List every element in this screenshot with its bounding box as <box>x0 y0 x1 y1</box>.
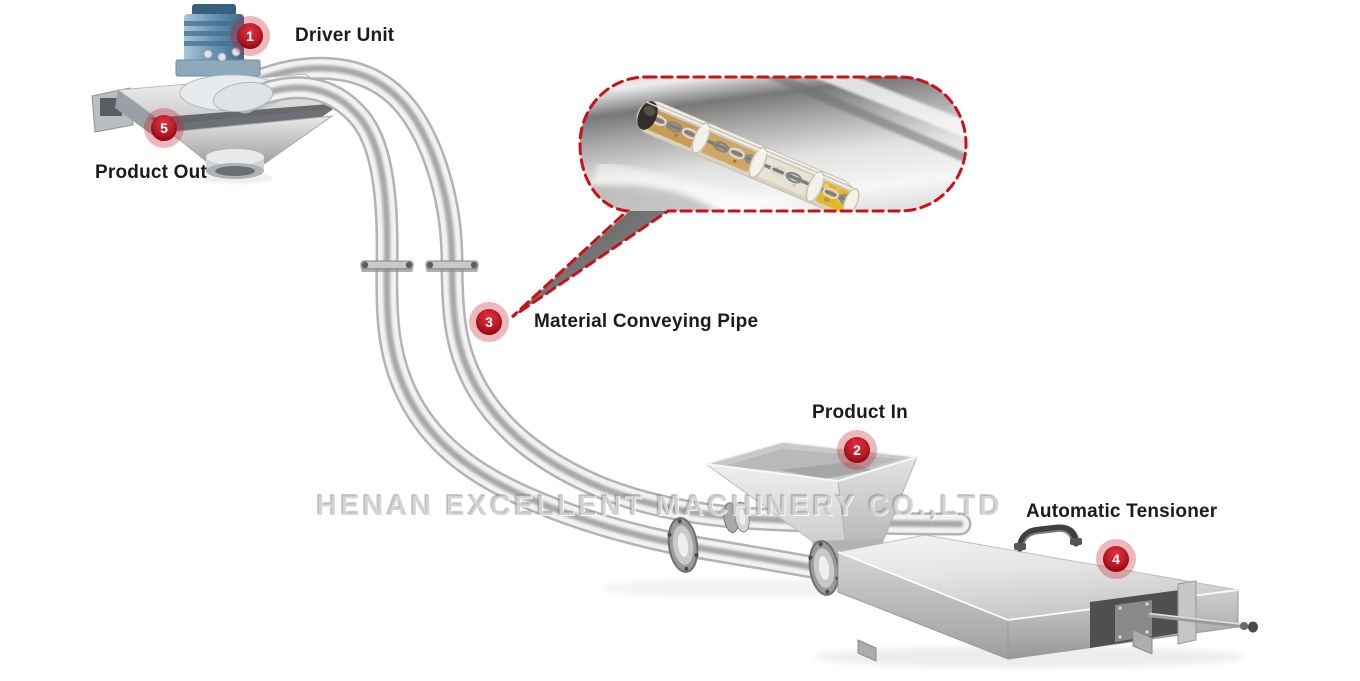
tension-rod <box>1147 612 1258 633</box>
marker-1-driver-unit: 1 <box>230 16 270 56</box>
marker-5-badge: 5 <box>151 115 177 141</box>
tensioner-box <box>836 524 1258 662</box>
marker-3-badge: 3 <box>476 309 502 335</box>
machine-foot <box>1132 629 1153 655</box>
marker-3-material-conveying-pipe: 3 <box>469 302 509 342</box>
product-out-cone <box>168 115 334 179</box>
marker-4-badge: 4 <box>1103 546 1129 572</box>
detail-callout <box>510 75 968 319</box>
tensioner-recess <box>1090 590 1180 648</box>
label-automatic-tensioner: Automatic Tensioner <box>1026 501 1218 522</box>
marker-2-badge: 2 <box>844 437 870 463</box>
marker-1-badge: 1 <box>237 23 263 49</box>
label-product-out: Product Out <box>95 162 207 183</box>
pipe-flange-1 <box>667 517 699 573</box>
conveying-pipe-back <box>238 56 972 536</box>
marker-5-product-out: 5 <box>144 108 184 148</box>
machine-foot <box>857 639 877 662</box>
label-material-conveying-pipe: Material Conveying Pipe <box>534 311 759 332</box>
pipe-joint-cap <box>212 81 274 113</box>
callout-dashed-border <box>510 75 968 319</box>
conveying-pipe-front <box>233 76 884 590</box>
rod-bracket <box>1177 580 1197 645</box>
pipe-flange-small <box>723 501 750 534</box>
carry-handle <box>1014 524 1082 552</box>
label-product-in: Product In <box>812 402 908 423</box>
pipe-clamp-front <box>360 260 414 272</box>
pipe-clamp-back <box>425 260 479 272</box>
label-driver-unit: Driver Unit <box>295 25 395 46</box>
marker-2-product-in: 2 <box>837 430 877 470</box>
ground-shadows <box>201 172 1245 668</box>
pipe-cutaway <box>636 100 860 216</box>
marker-4-automatic-tensioner: 4 <box>1096 539 1136 579</box>
